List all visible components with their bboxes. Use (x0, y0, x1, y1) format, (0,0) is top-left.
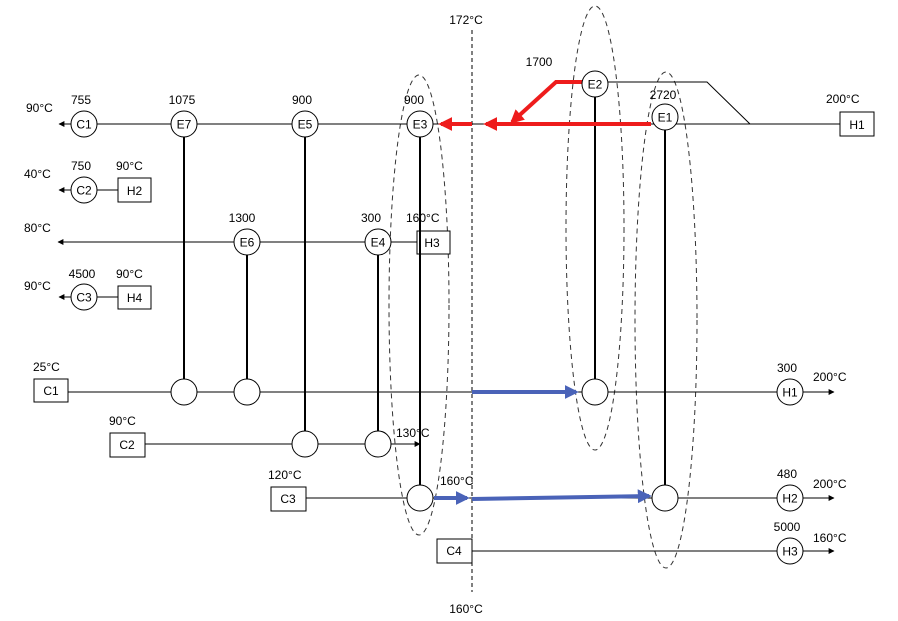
h1-target-temp: 90°C (26, 101, 53, 115)
h3-target-temp: 80°C (24, 221, 51, 235)
exchanger-e4-label: E4 (371, 236, 386, 250)
c1-target-temp: 200°C (813, 370, 847, 384)
exchanger-e3-duty: 900 (404, 93, 424, 107)
h2-supply-temp: 90°C (116, 159, 143, 173)
pinch-bottom-label: 160°C (449, 602, 483, 616)
c3-source-label: C3 (280, 492, 296, 506)
heater-h2-duty: 480 (777, 467, 797, 481)
heater-h3-duty: 5000 (774, 520, 801, 534)
exchanger-e5-duty: 900 (292, 93, 312, 107)
h3-source-label: H3 (424, 236, 440, 250)
c1-source-label: C1 (43, 384, 59, 398)
exchanger-e3: E3 900 (404, 93, 434, 138)
e7-cold-node (170, 378, 198, 406)
cooler-c1-label: C1 (76, 118, 92, 132)
e2-heat-shift-arrow (509, 80, 582, 124)
h1-source-label: H1 (849, 118, 865, 132)
exchanger-e1-duty: 2720 (650, 88, 677, 102)
exchanger-e6: E6 1300 (229, 211, 261, 256)
exchanger-e5-label: E5 (298, 118, 313, 132)
exchanger-e5: E5 900 (291, 93, 319, 138)
cooler-c2: C2 750 (70, 159, 98, 204)
loop-ellipse-e3 (388, 74, 450, 536)
exchanger-e2: E2 1700 (526, 55, 609, 98)
c3-mid-temp: 160°C (440, 474, 474, 488)
heater-h3: H3 5000 (774, 520, 804, 565)
h4-source-box (117, 285, 152, 310)
c3-target-temp: 200°C (813, 477, 847, 491)
cooler-c3: C3 4500 (69, 267, 98, 311)
exchanger-e1-label: E1 (658, 111, 673, 125)
exchanger-e3-label: E3 (413, 118, 428, 132)
exchanger-e2-duty: 1700 (526, 55, 553, 69)
cooler-c3-label: C3 (76, 291, 92, 305)
h4-supply-temp: 90°C (116, 267, 143, 281)
c3-source-box (270, 486, 307, 512)
exchanger-e4: E4 300 (361, 211, 392, 256)
exchanger-e7-duty: 1075 (169, 93, 196, 107)
c1-source-box (33, 378, 69, 403)
e5-cold-node (291, 430, 319, 458)
e6-cold-node (233, 378, 261, 406)
h2-target-temp: 40°C (24, 167, 51, 181)
exchanger-e6-duty: 1300 (229, 211, 256, 225)
heater-h1-label: H1 (782, 386, 798, 400)
exchanger-e7: E7 1075 (169, 93, 198, 138)
e2-cold-node (581, 378, 609, 406)
pinch-top-label: 172°C (449, 13, 483, 27)
c3-supply-temp: 120°C (268, 468, 302, 482)
c2-supply-temp: 90°C (109, 414, 136, 428)
c4-source-label: C4 (446, 544, 462, 558)
exchanger-e2-label: E2 (588, 78, 603, 92)
c2-source-label: C2 (119, 438, 135, 452)
h3-supply-temp: 160°C (406, 211, 440, 225)
e1-cold-node (651, 484, 679, 512)
h1-supply-temp: 200°C (826, 92, 860, 106)
heater-h2-label: H2 (782, 492, 798, 506)
heater-h1-duty: 300 (777, 361, 797, 375)
h2-source-box (117, 177, 152, 203)
cooler-c2-label: C2 (76, 184, 92, 198)
exchanger-e7-label: E7 (177, 118, 192, 132)
heater-h3-label: H3 (782, 545, 798, 559)
c1-supply-temp: 25°C (33, 360, 60, 374)
heater-h2: H2 480 (776, 467, 804, 512)
c3-heat-shift-arrow-right (471, 489, 652, 504)
cooler-c3-duty: 4500 (69, 267, 96, 281)
cooler-c2-duty: 750 (71, 159, 91, 173)
h4-target-temp: 90°C (24, 279, 51, 293)
heater-h1: H1 300 (776, 361, 804, 406)
exchanger-e6-label: E6 (240, 236, 255, 250)
loop-ellipse-e2 (565, 5, 625, 451)
cooler-c1-duty: 755 (71, 93, 91, 107)
c4-target-temp: 160°C (813, 531, 847, 545)
h1-source-box (839, 111, 875, 137)
cooler-c1: C1 755 (70, 93, 98, 138)
h4-source-label: H4 (127, 291, 143, 305)
c2-source-box (109, 432, 146, 458)
exchanger-e4-duty: 300 (361, 211, 381, 225)
h3-source-box (416, 230, 451, 255)
e3-cold-node (406, 484, 434, 512)
c2-target-temp: 130°C (396, 426, 430, 440)
h1-branch-line (608, 81, 751, 125)
exchanger-e1: E1 2720 (650, 88, 679, 131)
h2-source-label: H2 (127, 184, 143, 198)
loop-ellipse-e1 (634, 71, 698, 569)
e4-cold-node (364, 430, 392, 458)
